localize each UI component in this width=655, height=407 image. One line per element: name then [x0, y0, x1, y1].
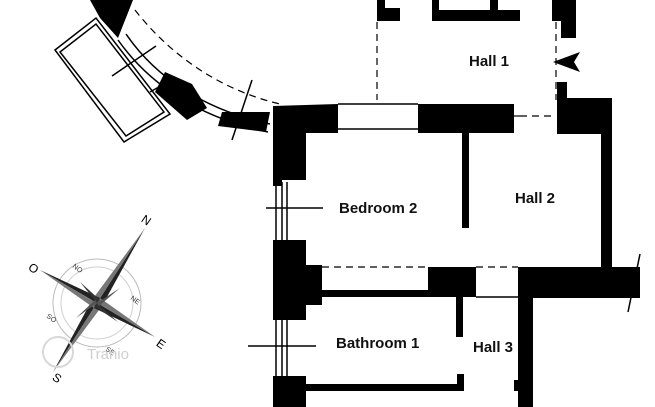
room-label-hall-3: Hall 3	[473, 339, 513, 356]
compass-north: N	[139, 212, 154, 228]
right-wall-tick	[627, 253, 641, 313]
watermark: Tranio	[42, 336, 129, 368]
compass-se: SE	[104, 346, 116, 357]
bedroom-hall-partition	[462, 133, 469, 228]
tick-1	[111, 45, 157, 77]
curved-wall-end	[218, 112, 270, 132]
compass-no: NO	[71, 263, 84, 275]
compass-so: SO	[45, 313, 58, 325]
compass-south: S	[50, 370, 65, 386]
main-top-wall	[273, 103, 520, 180]
compass-rose-icon: N E S O NE SE SO NO	[26, 212, 169, 386]
curved-wall-mid	[155, 72, 207, 120]
room-label-bedroom-2: Bedroom 2	[339, 200, 417, 217]
left-outer-wall	[248, 176, 323, 407]
room-label-hall-1: Hall 1	[469, 53, 509, 70]
hall-2-right-wall	[601, 130, 612, 267]
curved-wing	[53, 0, 281, 143]
balcony-outline	[53, 16, 172, 143]
tick-2	[231, 79, 253, 141]
compass-ne: NE	[129, 295, 141, 307]
compass-east: E	[154, 336, 169, 352]
watermark-text: Tranio	[87, 346, 129, 363]
middle-wall	[322, 253, 641, 407]
hall-1-walls	[376, 0, 612, 134]
curved-window-outer	[125, 33, 271, 125]
room-label-bathroom-1: Bathroom 1	[336, 335, 419, 352]
arrow-left-icon	[553, 52, 580, 72]
balcony-inner	[58, 22, 166, 137]
tick-3	[149, 83, 165, 93]
curved-window-inner	[117, 39, 269, 133]
room-label-hall-2: Hall 2	[515, 190, 555, 207]
curved-wall-top	[90, 0, 133, 38]
bottom-wall	[306, 374, 522, 391]
compass-west: O	[26, 260, 42, 277]
curved-dashed-line	[134, 9, 281, 105]
